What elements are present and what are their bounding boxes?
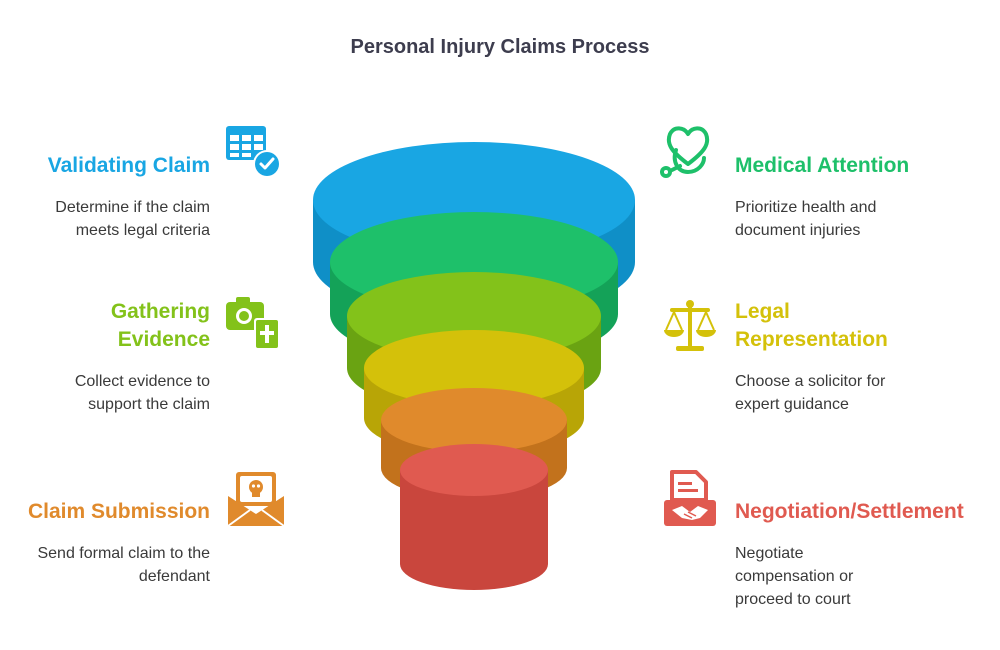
spreadsheet-check-icon (226, 126, 281, 178)
handshake-document-icon (664, 470, 716, 526)
stage-title-negotiation: Negotiation/Settlement (735, 500, 964, 523)
stage-title-medical: Medical Attention (735, 154, 910, 177)
page-title: Personal Injury Claims Process (350, 36, 650, 58)
stage-desc-evidence: Collect evidence to support the claim (74, 373, 210, 413)
stage-desc-medical: Prioritize health and document injuries (735, 199, 877, 239)
stage-desc-negotiation: Negotiate compensation or proceed to cou… (735, 545, 854, 608)
stage-title-submission: Claim Submission (27, 500, 210, 523)
funnel-layer-negotiation (400, 444, 548, 590)
envelope-letter-icon (227, 472, 285, 527)
scales-icon (664, 300, 716, 351)
stage-desc-legal: Choose a solicitor for expert guidance (735, 373, 886, 413)
stage-title-legal: Legal Representation (735, 300, 888, 351)
stage-title-evidence: Gathering Evidence (110, 300, 210, 351)
camera-document-icon (226, 297, 280, 350)
stage-title-validating: Validating Claim (47, 154, 210, 177)
stage-desc-submission: Send formal claim to the defendant (37, 545, 210, 585)
heart-stethoscope-icon (660, 126, 710, 178)
stage-desc-validating: Determine if the claim meets legal crite… (55, 199, 210, 239)
